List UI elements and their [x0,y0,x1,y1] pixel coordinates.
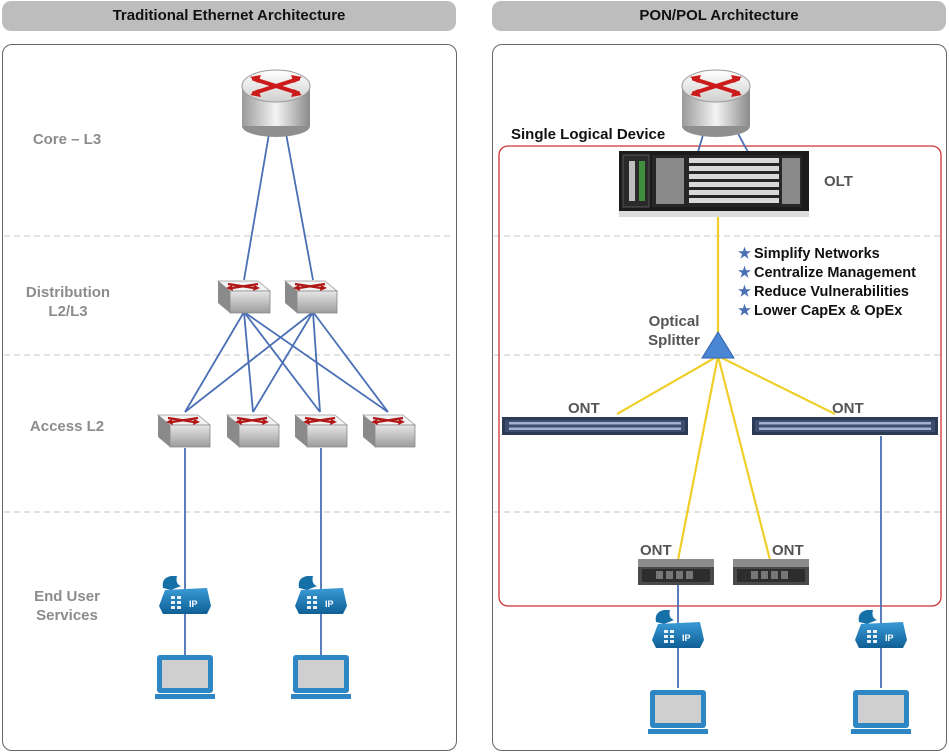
single-logical-device-group [498,145,942,607]
ont-label: ONT [832,400,864,417]
tier-label-end-user: End User Services [34,588,100,624]
star-icon: ★ [738,284,751,300]
computer-icon [851,690,911,734]
ont-icon [733,559,809,585]
splitter-triangle-icon [701,331,735,359]
benefit-text: Simplify Networks [754,246,880,262]
benefit-text: Reduce Vulnerabilities [754,284,909,300]
ont-icon [638,559,714,585]
tier-label-access: Access L2 [29,418,105,435]
olt-label: OLT [824,173,853,190]
access-switch-icon [225,413,281,449]
benefit-item: ★Lower CapEx & OpEx [738,302,916,321]
distribution-switch-icon [216,279,272,315]
ip-badges: IP IP IP IP [189,599,894,643]
ethernet-links [184,127,389,655]
access-switch-icon [361,413,417,449]
benefit-text: Centralize Management [754,265,916,281]
phone-badge: IP [325,599,334,609]
splitter-label: Optical Splitter [648,313,700,349]
tier-label-core: Core – L3 [32,131,102,148]
phone-badge: IP [189,599,198,609]
group-label: Single Logical Device [511,126,666,143]
tier-label-distribution: Distribution L2/L3 [25,284,111,320]
star-icon: ★ [738,246,751,262]
core-router-icon [680,68,752,139]
left-panel [2,44,457,751]
benefit-item: ★Reduce Vulnerabilities [738,283,916,302]
ont-icon [752,417,938,435]
olt-chassis-icon [618,150,810,218]
benefit-text: Lower CapEx & OpEx [754,303,903,319]
phone-badge: IP [682,633,691,643]
phone-badge: IP [885,633,894,643]
computer-icon [291,655,351,699]
computer-icon [648,690,708,734]
ont-label: ONT [772,542,804,559]
benefit-item: ★Simplify Networks [738,245,916,264]
right-panel-title: PON/POL Architecture [492,1,946,31]
ont-icon [502,417,688,435]
star-icon: ★ [738,265,751,281]
ont-label: ONT [640,542,672,559]
star-icon: ★ [738,303,751,319]
left-panel-title: Traditional Ethernet Architecture [2,1,456,31]
ont-label: ONT [568,400,600,417]
fiber-links [616,212,836,561]
benefits-list: ★Simplify Networks ★Centralize Managemen… [738,245,916,321]
distribution-switch-icon [283,279,339,315]
access-switch-icon [156,413,212,449]
access-switch-icon [293,413,349,449]
computer-icon [155,655,215,699]
core-router-icon [240,68,312,139]
benefit-item: ★Centralize Management [738,264,916,283]
